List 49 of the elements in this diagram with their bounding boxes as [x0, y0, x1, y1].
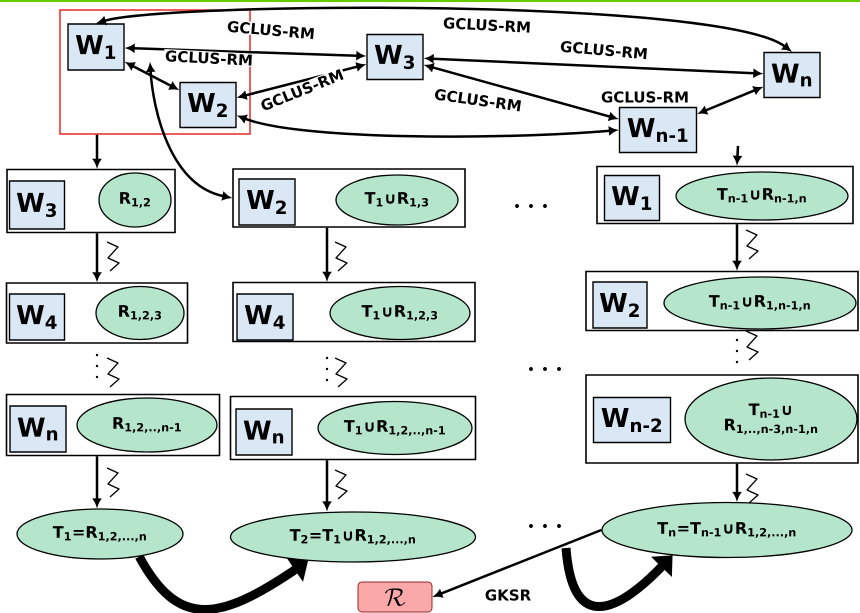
- worker-box: W$_{n}$: [235, 408, 293, 456]
- result-box: $\mathcal{R}$: [358, 582, 432, 612]
- arrow: [734, 146, 742, 164]
- edge-label: GCLUS-RM: [164, 48, 254, 68]
- step-frame: [6, 168, 176, 234]
- step-frame: [585, 374, 859, 464]
- arrow: [434, 528, 602, 598]
- worker-box: W$_{n-2}$: [592, 396, 672, 444]
- worker-box: W$_{n}$: [763, 52, 821, 98]
- arrow: [98, 6, 790, 51]
- arrow: [733, 464, 741, 500]
- arrow: [93, 233, 101, 280]
- worker-box: W$_{4}$: [236, 293, 294, 341]
- step-frame: [6, 282, 188, 344]
- edge-label: GCLUS-RM: [600, 90, 690, 104]
- step-frame: [232, 282, 476, 342]
- edge-label: GKSR: [484, 588, 532, 602]
- step-frame: [6, 394, 220, 456]
- arrow: [238, 62, 364, 100]
- step-frame: [596, 166, 854, 224]
- edge-label: GCLUS-RM: [558, 39, 650, 61]
- arrow: [146, 64, 230, 200]
- edge-label: GCLUS-RM: [442, 16, 532, 34]
- arrow: [238, 114, 617, 138]
- arrow: [426, 54, 762, 78]
- arrow: [93, 456, 101, 506]
- arrow: [126, 62, 178, 90]
- worker-box: W$_{2}$: [179, 82, 237, 128]
- arrow: [699, 86, 762, 114]
- worker-box: W$_{2}$: [592, 281, 648, 329]
- arrow: [126, 44, 364, 60]
- worker-box: W$_{2}$: [238, 178, 296, 226]
- arrow: [426, 64, 617, 121]
- worker-box: W$_{1}$: [67, 23, 125, 71]
- arrow: [93, 134, 101, 167]
- worker-box: W$_{1}$: [604, 174, 660, 222]
- worker-box: W$_{n-1}$: [618, 106, 698, 154]
- edge-label: GCLUS-RM: [226, 19, 316, 41]
- step-frame: [230, 396, 476, 460]
- step-frame: [585, 270, 859, 332]
- worker-box: W$_{4}$: [8, 293, 66, 341]
- arrow: [733, 224, 741, 269]
- worker-box: W$_{3}$: [8, 180, 66, 230]
- arrow: [323, 228, 331, 280]
- edge-label: GCLUS-RM: [432, 87, 524, 113]
- arrow: [323, 460, 331, 510]
- step-frame: [232, 168, 466, 228]
- worker-box: W$_{3}$: [366, 34, 424, 80]
- worker-box: W$_{n}$: [9, 405, 67, 453]
